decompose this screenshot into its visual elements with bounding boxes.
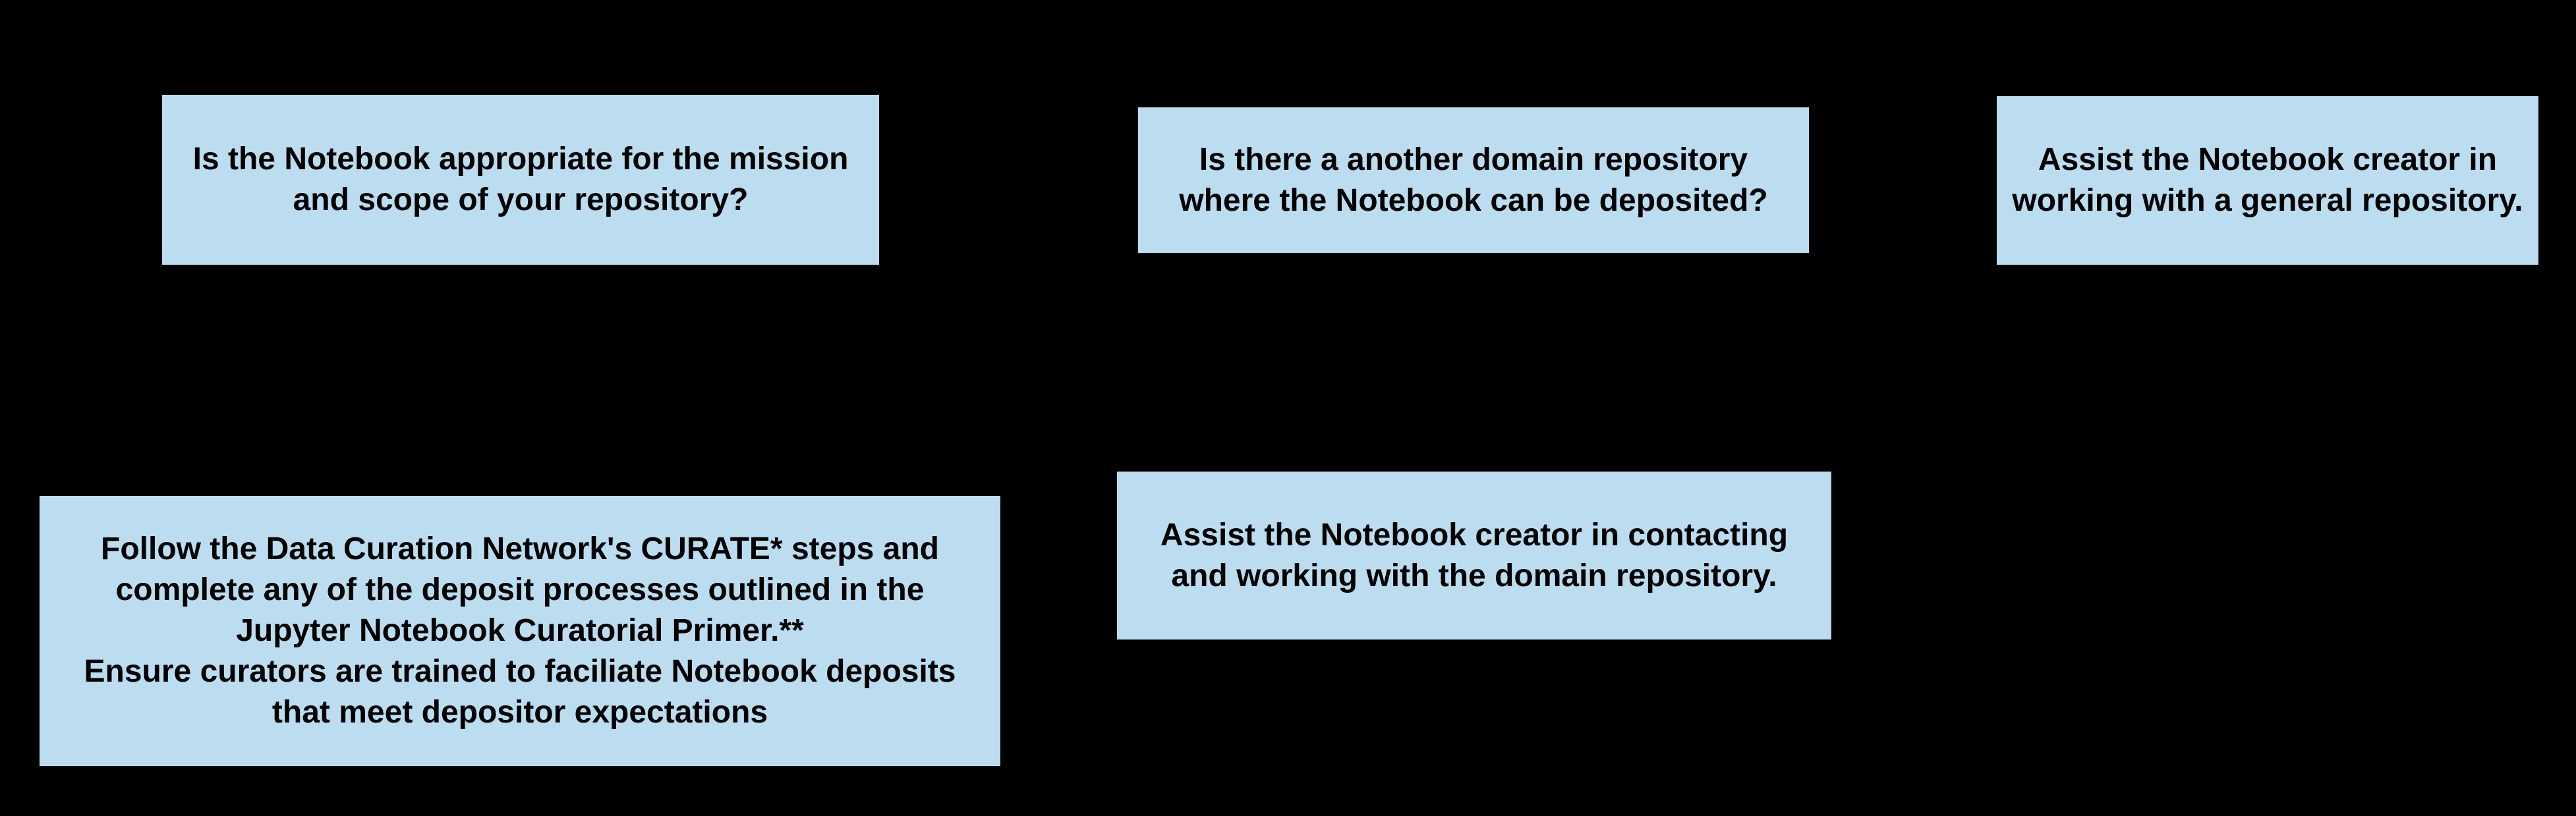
node-general-repository-action: Assist the Notebook creator in working w… [1997,96,2538,265]
node-domain-repository-question: Is there a another domain repository whe… [1138,107,1809,253]
node-domain-repository-action: Assist the Notebook creator in contactin… [1117,472,1831,639]
node-curate-steps-action: Follow the Data Curation Network's CURAT… [40,496,1000,766]
node-mission-scope-question: Is the Notebook appropriate for the miss… [162,95,879,265]
